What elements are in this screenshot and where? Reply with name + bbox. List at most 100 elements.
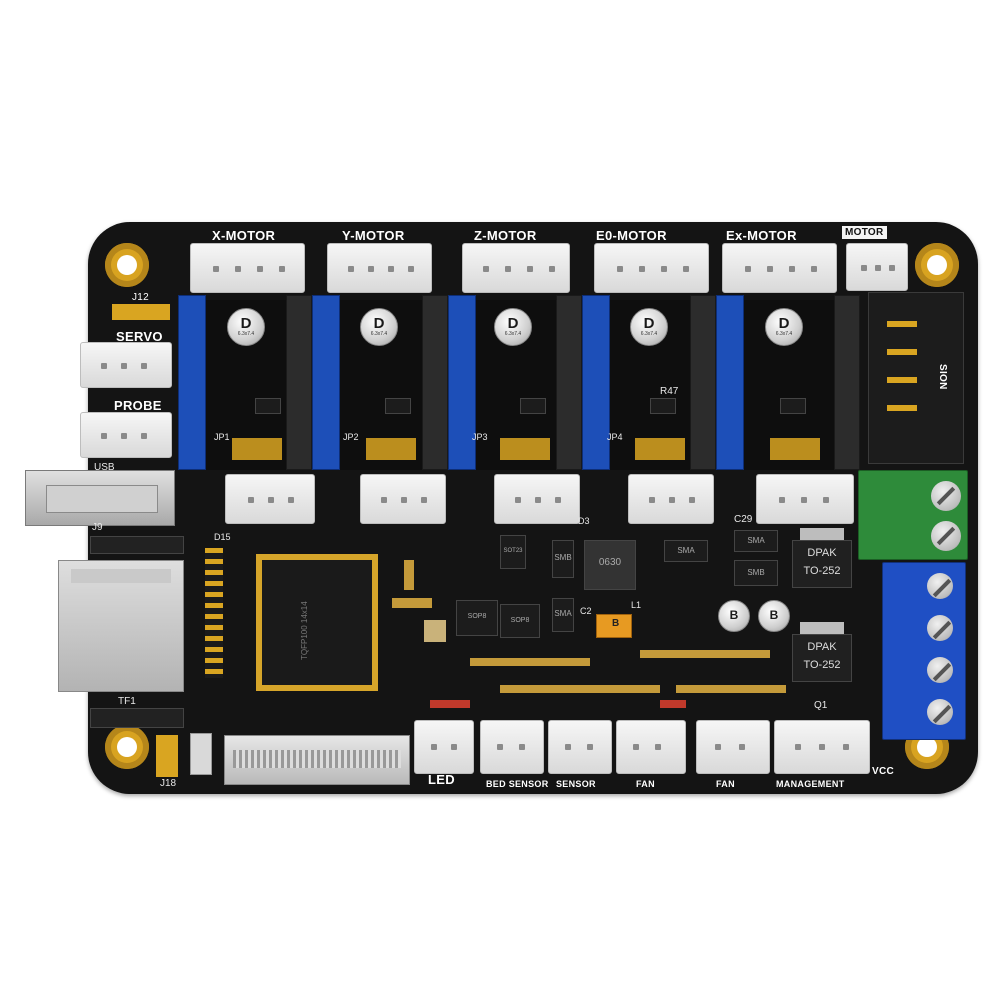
- smd-parts-b: [404, 560, 414, 590]
- z-motor-label: Z-MOTOR: [474, 228, 537, 243]
- ffc-connector[interactable]: [224, 735, 410, 785]
- j18-label: J18: [160, 778, 177, 789]
- blue-terminal-screw-1[interactable]: [927, 573, 953, 599]
- motor-label: MOTOR: [842, 226, 887, 239]
- reset-button[interactable]: [190, 733, 212, 775]
- small-cap-2: B: [758, 600, 790, 632]
- fan-connector-1[interactable]: [616, 720, 686, 774]
- driver-header-y: [312, 295, 340, 470]
- jp1-label: JP1: [214, 432, 230, 442]
- diode-sma-3: SMA: [734, 530, 778, 552]
- connector-below-z[interactable]: [494, 474, 580, 524]
- mounting-hole-bottom-left: [105, 725, 149, 769]
- blue-terminal-screw-4[interactable]: [927, 699, 953, 725]
- smd-parts-c: [470, 658, 590, 666]
- e0-motor-connector[interactable]: [594, 243, 709, 293]
- probe-connector[interactable]: [80, 412, 172, 458]
- green-terminal-screw-1[interactable]: [931, 481, 961, 511]
- ex-motor-connector[interactable]: [722, 243, 837, 293]
- z-motor-connector[interactable]: [462, 243, 570, 293]
- fan-label-1: FAN: [636, 779, 655, 789]
- mosfet-2-type: DPAK: [807, 641, 837, 653]
- driver-chip-z: [520, 398, 546, 414]
- motor-connector[interactable]: [846, 243, 908, 291]
- y-motor-connector[interactable]: [327, 243, 432, 293]
- bottom-left-header: [90, 708, 184, 728]
- mosfet-1-type: DPAK: [807, 547, 837, 559]
- mcu-chip: TQFP100 14x14: [256, 554, 378, 691]
- mosfet-2: DPAK TO-252: [792, 634, 852, 682]
- mounting-hole-top-left: [105, 243, 149, 287]
- mosfet-1: DPAK TO-252: [792, 540, 852, 588]
- tf1-label: TF1: [118, 696, 136, 707]
- side-box-header[interactable]: [868, 292, 964, 464]
- bed-sensor-label: BED SENSOR: [486, 779, 549, 789]
- mosfet-1-tab: [800, 528, 844, 540]
- blue-terminal-screw-3[interactable]: [927, 657, 953, 683]
- mounting-hole-top-right: [915, 243, 959, 287]
- sd-card-slot[interactable]: [58, 560, 184, 692]
- servo-label: SERVO: [116, 329, 163, 344]
- x-motor-label: X-MOTOR: [212, 228, 276, 243]
- jumper-pins-z: [500, 438, 550, 460]
- jumper-pins-y: [366, 438, 416, 460]
- r47-label: R47: [660, 386, 679, 397]
- x-motor-connector[interactable]: [190, 243, 305, 293]
- usb-port[interactable]: [25, 470, 175, 526]
- led-connector[interactable]: [414, 720, 474, 774]
- led-label: LED: [428, 772, 455, 787]
- driver-header-e0-right: [690, 295, 716, 470]
- vcc-label: VCC: [872, 766, 895, 777]
- jp2-label: JP2: [343, 432, 359, 442]
- connector-below-x[interactable]: [225, 474, 315, 524]
- bed-sensor-connector[interactable]: [480, 720, 544, 774]
- fuse: [596, 614, 632, 638]
- servo-connector[interactable]: [80, 342, 172, 388]
- probe-label: PROBE: [114, 398, 162, 413]
- smd-parts-h: [660, 700, 686, 708]
- blue-terminal-screw-2[interactable]: [927, 615, 953, 641]
- diode-sma-2: SMA: [664, 540, 708, 562]
- fan-connector-2[interactable]: [696, 720, 770, 774]
- jp4-label: JP4: [607, 432, 623, 442]
- y-motor-label: Y-MOTOR: [342, 228, 405, 243]
- diode-smb-2: SMB: [734, 560, 778, 586]
- e0-motor-label: E0-MOTOR: [596, 228, 667, 243]
- blue-terminal-block[interactable]: [882, 562, 966, 740]
- jumper-pins-e0: [635, 438, 685, 460]
- j9-header: [90, 536, 184, 554]
- driver-chip-y: [385, 398, 411, 414]
- green-terminal-screw-2[interactable]: [931, 521, 961, 551]
- diode-smb-1: SMB: [552, 540, 574, 578]
- mosfet-2-tab: [800, 622, 844, 634]
- management-label: MANAGEMENT: [776, 779, 845, 789]
- q1-label: Q1: [814, 700, 828, 711]
- green-terminal-block[interactable]: [858, 470, 968, 560]
- connector-below-e0[interactable]: [628, 474, 714, 524]
- driver-chip-ex: [780, 398, 806, 414]
- driver-header-x-right: [286, 295, 312, 470]
- management-connector[interactable]: [774, 720, 870, 774]
- sop8-chip-2: SOP8: [500, 604, 540, 638]
- j12-header: [112, 304, 170, 320]
- driver-header-e0: [582, 295, 610, 470]
- crystal: [424, 620, 446, 642]
- jumper-pins-ex: [770, 438, 820, 460]
- smd-parts-a: [392, 598, 432, 608]
- fan-label-2: FAN: [716, 779, 735, 789]
- connector-below-y[interactable]: [360, 474, 446, 524]
- connector-below-ex[interactable]: [756, 474, 854, 524]
- smd-parts-f: [676, 685, 786, 693]
- driver-header-z-right: [556, 295, 582, 470]
- side-header-label: SION: [937, 364, 948, 390]
- driver-header-ex-right: [834, 295, 860, 470]
- driver-chip-x: [255, 398, 281, 414]
- sensor-connector[interactable]: [548, 720, 612, 774]
- c29-label: C29: [734, 514, 753, 525]
- driver-header-ex: [716, 295, 744, 470]
